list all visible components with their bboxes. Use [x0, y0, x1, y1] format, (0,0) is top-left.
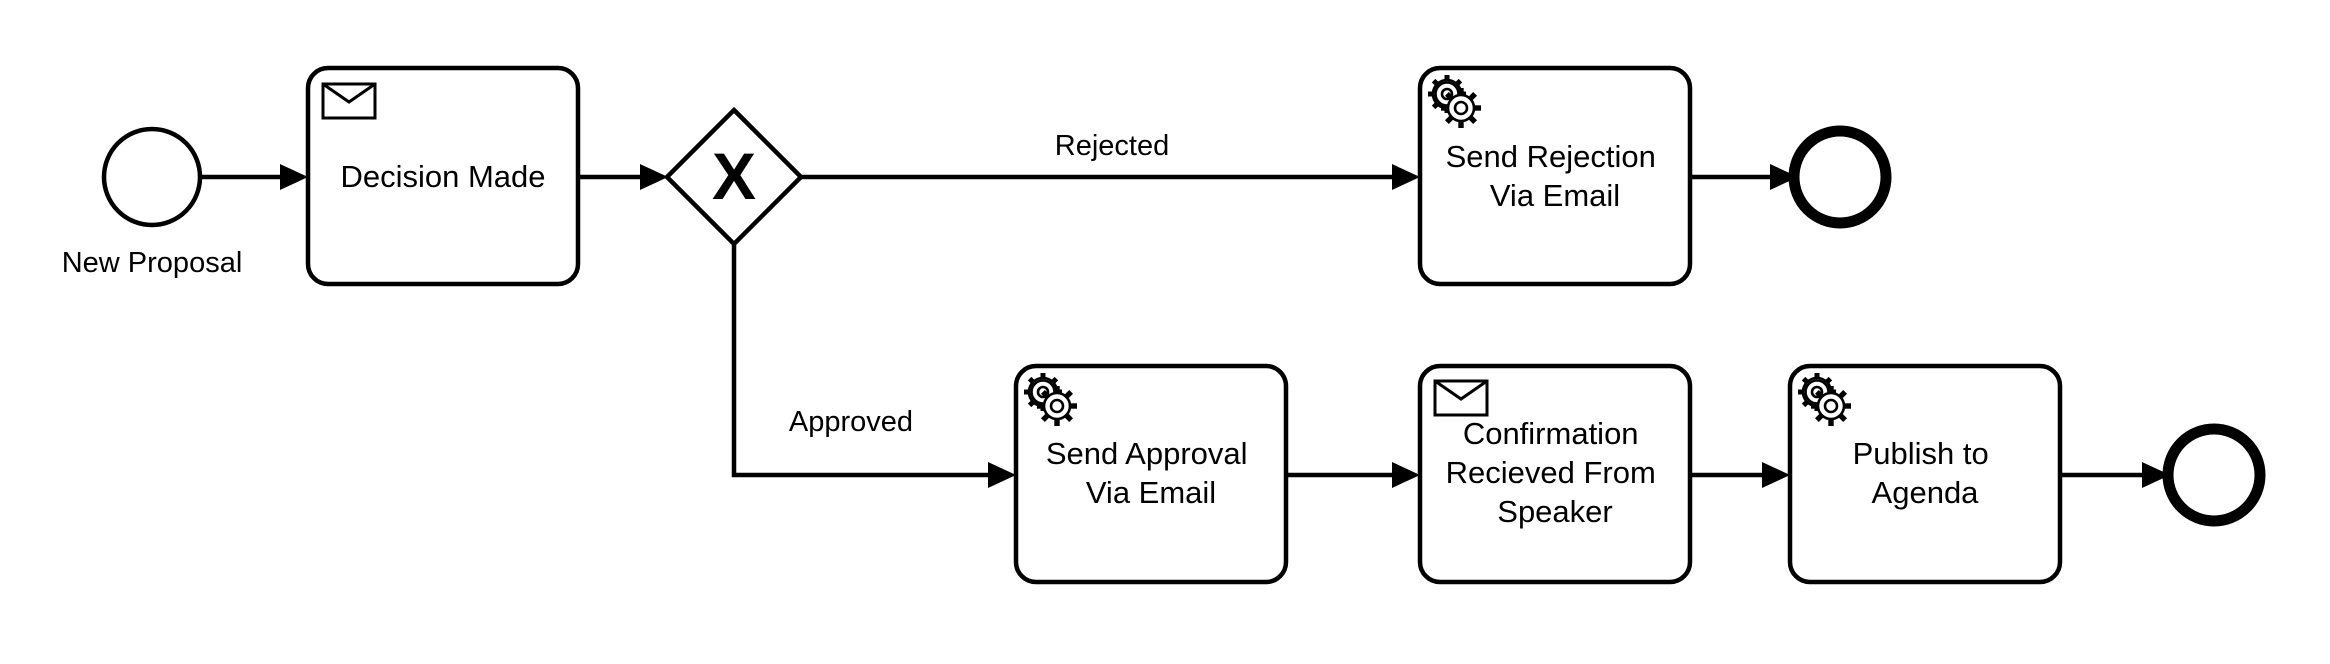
flow-label-approved: Approved	[789, 406, 913, 438]
task-decision-made[interactable]: Decision Made	[305, 65, 581, 287]
task-confirmation-label-line-1: Confirmation	[1463, 416, 1639, 451]
flow-rejection-to-end[interactable]	[1690, 164, 1798, 190]
start-event-label: New Proposal	[62, 247, 243, 279]
task-confirmation[interactable]: Confirmation Recieved From Speaker	[1417, 363, 1693, 585]
task-rejection-label-line-2: Via Email	[1490, 178, 1620, 213]
flow-approval-to-confirmation[interactable]	[1286, 462, 1420, 488]
exclusive-gateway[interactable]: X	[663, 106, 805, 248]
envelope-icon	[321, 82, 377, 120]
svg-text:Confirmation Recieved Fr: Confirmation Recieved From Speaker	[1446, 416, 1665, 529]
flow-rejected[interactable]	[801, 164, 1420, 190]
envelope-icon	[1433, 379, 1489, 417]
flow-publish-to-end[interactable]	[2060, 462, 2170, 488]
svg-text:Send Rejection Via Email: Send Rejection Via Email	[1446, 139, 1665, 213]
task-send-approval[interactable]: Send Approval Via Email	[1013, 363, 1289, 585]
flow-label-rejected: Rejected	[1055, 130, 1169, 162]
task-approval-label-line-1: Send Approval	[1046, 436, 1248, 471]
task-publish-label-line-2: Agenda	[1872, 475, 1980, 510]
task-rejection-label-line-1: Send Rejection	[1446, 139, 1656, 174]
flow-approved[interactable]	[731, 244, 1016, 488]
svg-text:Decision Made: Decision Made	[340, 159, 545, 194]
svg-text:Publish to Agenda: Publish to Agenda	[1853, 436, 1998, 510]
svg-text:Send Approval Via Email: Send Approval Via Email	[1046, 436, 1256, 510]
flow-start-to-decision[interactable]	[200, 164, 308, 190]
task-approval-label-line-2: Via Email	[1086, 475, 1216, 510]
end-event-approved[interactable]	[2162, 423, 2266, 527]
gateway-marker: X	[712, 139, 756, 213]
flow-confirmation-to-publish[interactable]	[1690, 462, 1790, 488]
task-send-rejection[interactable]: Send Rejection Via Email	[1417, 65, 1693, 287]
task-confirmation-label-line-2: Recieved From	[1446, 455, 1656, 490]
task-decision-label-line-1: Decision Made	[340, 159, 545, 194]
start-event[interactable]	[101, 126, 203, 228]
end-event-rejected[interactable]	[1788, 125, 1892, 229]
task-confirmation-label-line-3: Speaker	[1497, 494, 1612, 529]
flow-decision-to-gateway[interactable]	[578, 164, 668, 190]
task-publish[interactable]: Publish to Agenda	[1787, 363, 2063, 585]
task-publish-label-line-1: Publish to	[1853, 436, 1989, 471]
